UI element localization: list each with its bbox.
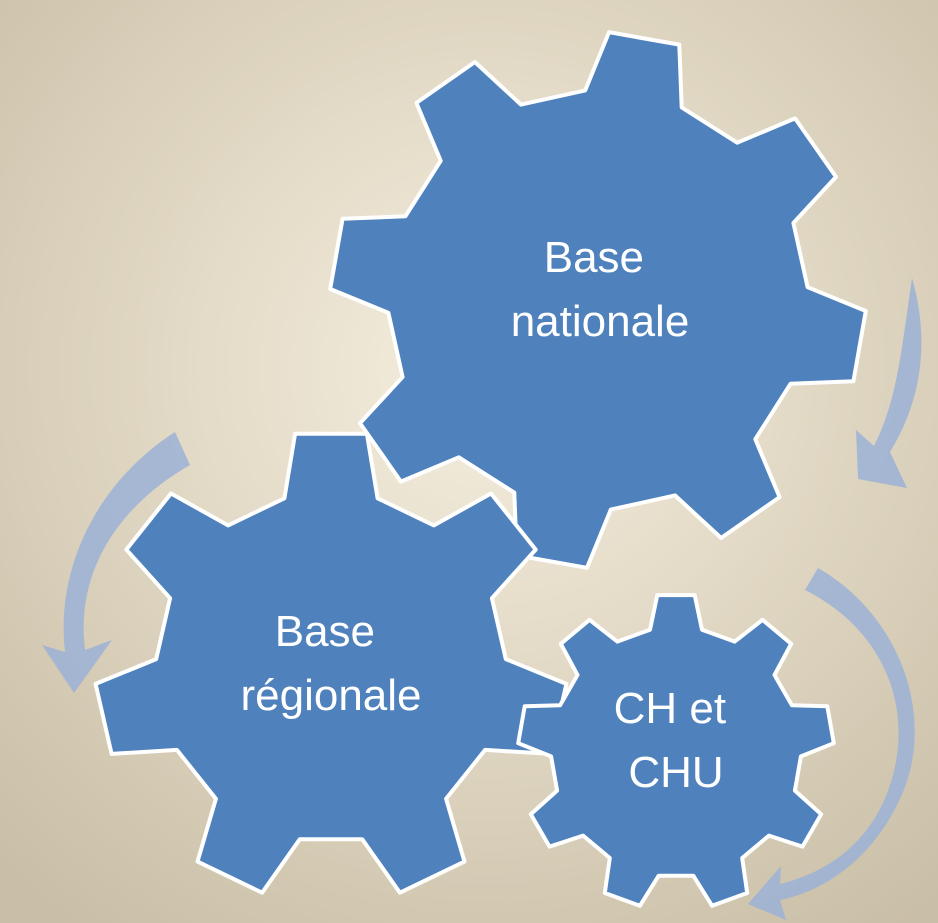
gear-label-line: CHU bbox=[628, 748, 723, 797]
gear-label-line: nationale bbox=[511, 297, 690, 346]
gear-ch-chu bbox=[516, 593, 836, 908]
arrow-right bbox=[856, 278, 922, 488]
gear-label-line: Base bbox=[275, 607, 375, 656]
gear-label-line: Base bbox=[544, 233, 644, 282]
gear-label-regionale: Base régionale bbox=[240, 607, 421, 720]
arrow-bottom-right bbox=[748, 568, 915, 920]
gear-label-ch-chu: CH et CHU bbox=[614, 684, 739, 797]
gear-label-nationale: Base nationale bbox=[511, 233, 690, 346]
gear-regionale bbox=[93, 431, 569, 895]
gear-nationale bbox=[328, 30, 868, 570]
gear-label-line: CH et bbox=[614, 684, 726, 733]
arrow-left bbox=[42, 432, 190, 693]
gear-label-line: régionale bbox=[240, 671, 421, 720]
